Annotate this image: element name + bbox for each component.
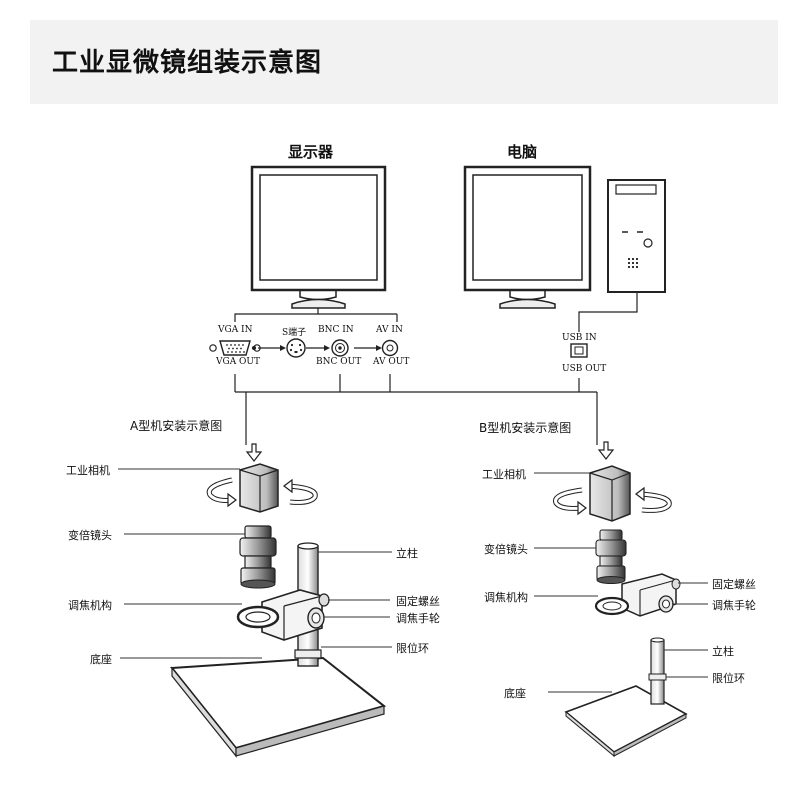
b-base-label: 底座 <box>504 687 526 700</box>
down-arrow-icon <box>597 441 615 460</box>
av-out-label: AV OUT <box>373 357 410 367</box>
a-column-label: 立柱 <box>396 547 418 560</box>
cables <box>234 292 638 445</box>
usb-out-label: USB OUT <box>562 364 607 374</box>
usb-in-label: USB IN <box>562 333 597 343</box>
a-fixing-screw-label: 固定螺丝 <box>396 595 440 608</box>
usb-port-icon <box>570 343 588 358</box>
s-video-port-icon <box>286 338 306 358</box>
b-limit-ring-label: 限位环 <box>712 672 745 685</box>
av-in-label: AV IN <box>376 325 403 335</box>
vga-port-icon <box>209 340 261 356</box>
b-fixing-screw-label: 固定螺丝 <box>712 578 756 591</box>
b-camera-label: 工业相机 <box>482 468 526 481</box>
leader-lines-b <box>534 472 708 693</box>
machine-b-drawing <box>553 465 688 758</box>
machine-a-drawing <box>170 463 387 758</box>
page-title: 工业显微镜组装示意图 <box>52 48 323 78</box>
monitor-label: 显示器 <box>288 143 334 161</box>
header-band <box>30 20 778 104</box>
b-zoom-lens-label: 变倍镜头 <box>484 543 528 556</box>
bnc-port-icon <box>331 339 349 357</box>
b-focus-mechanism-label: 调焦机构 <box>484 591 528 604</box>
computer-label: 电脑 <box>507 143 538 161</box>
bnc-out-label: BNC OUT <box>316 357 362 367</box>
a-base-label: 底座 <box>90 653 112 666</box>
s-terminal-label: S端子 <box>282 328 307 338</box>
av-port-icon <box>381 339 399 357</box>
a-camera-label: 工业相机 <box>66 464 110 477</box>
section-b-title: B型机安装示意图 <box>479 421 572 435</box>
a-limit-ring-label: 限位环 <box>396 642 429 655</box>
a-focus-mechanism-label: 调焦机构 <box>68 599 112 612</box>
pc-tower-drawing <box>607 179 666 293</box>
b-focus-wheel-label: 调焦手轮 <box>712 599 756 612</box>
vga-out-label: VGA OUT <box>216 357 261 367</box>
down-arrow-icon <box>245 443 263 462</box>
leader-lines-a <box>118 468 392 659</box>
section-a-title: A型机安装示意图 <box>130 419 223 433</box>
bnc-in-label: BNC IN <box>318 325 354 335</box>
a-zoom-lens-label: 变倍镜头 <box>68 529 112 542</box>
computer-monitor-drawing <box>463 165 592 309</box>
vga-in-label: VGA IN <box>218 325 253 335</box>
a-focus-wheel-label: 调焦手轮 <box>396 612 440 625</box>
b-column-label: 立柱 <box>712 645 734 658</box>
monitor-drawing <box>250 165 387 309</box>
